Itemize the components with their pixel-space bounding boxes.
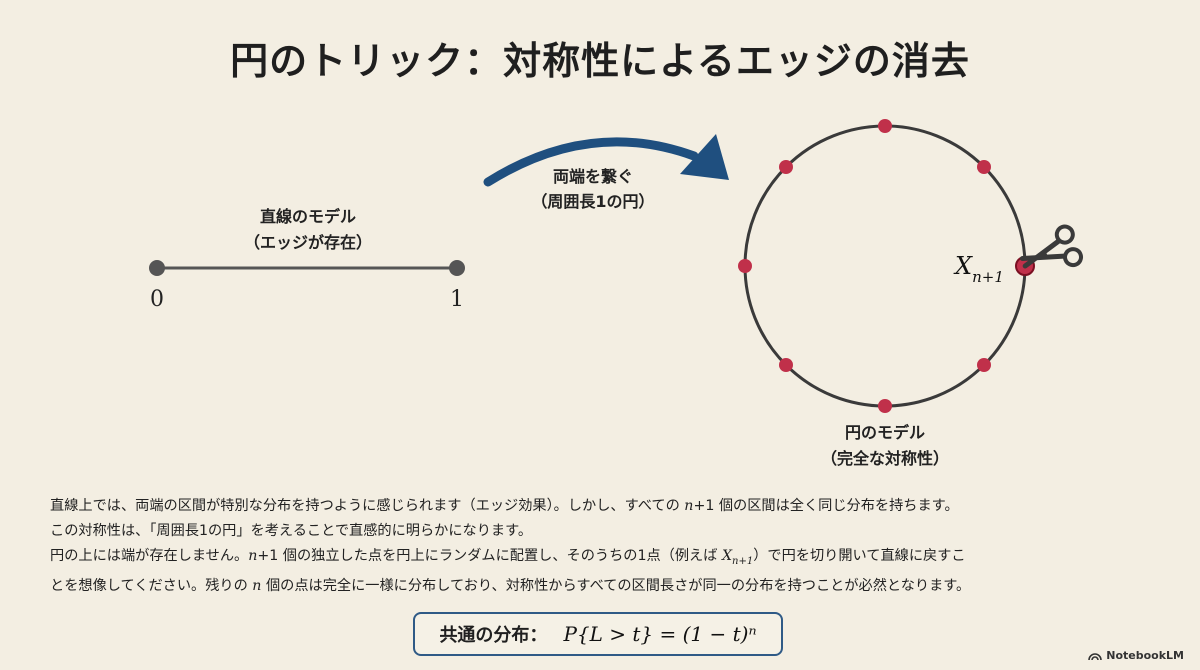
watermark-text: NotebookLM (1106, 649, 1184, 662)
connect-arrow-head (680, 134, 729, 180)
segment-left-label: 0 (150, 287, 164, 312)
circle-point (878, 399, 892, 413)
formula-label: 共通の分布： (439, 625, 548, 646)
segment-right-endpoint (449, 260, 465, 276)
explanation-line-3: 円の上には端が存在しません。n+1 個の独立した点を円上にランダムに配置し、その… (50, 548, 966, 567)
circle-point (977, 358, 991, 372)
circle-point (977, 160, 991, 174)
explanation-line-4: とを想像してください。残りの n 個の点は完全に一様に分布しており、対称性からす… (50, 577, 971, 594)
watermark: NotebookLM (1088, 649, 1184, 662)
explanation-line-2: この対称性は、「周囲長1の円」を考えることで直感的に明らかになります。 (50, 523, 533, 539)
explanation-line-1: 直線上では、両端の区間が特別な分布を持つように感じられます（エッジ効果）。しかし… (50, 498, 959, 514)
circle-trick-diagram: 直線のモデル （エッジが存在） 0 1 両端を繋ぐ （周囲長1の円） Xn+1 … (149, 119, 1084, 468)
circle-point (779, 160, 793, 174)
circle-model-label: 円のモデル (845, 423, 925, 442)
circle-points (738, 119, 1035, 413)
line-model-label: 直線のモデル (260, 207, 356, 226)
scissors-icon (1019, 224, 1084, 269)
circle-model-sublabel: （完全な対称性） (821, 449, 949, 468)
arrow-sublabel: （周囲長1の円） (531, 192, 654, 211)
cut-point-label: Xn+1 (953, 252, 1004, 286)
segment-left-endpoint (149, 260, 165, 276)
circle-point (738, 259, 752, 273)
formula-box: 共通の分布： P{L > t} = (1 − t)ⁿ (413, 612, 783, 656)
notebooklm-logo-icon (1088, 652, 1103, 660)
formula-expression: P{L > t} = (1 − t)ⁿ (563, 622, 757, 646)
connect-arrow-shaft (483, 137, 699, 187)
circle-point (878, 119, 892, 133)
line-model-sublabel: （エッジが存在） (244, 233, 372, 252)
circle-point (779, 358, 793, 372)
segment-right-label: 1 (450, 287, 464, 312)
arrow-label: 両端を繋ぐ (553, 167, 633, 186)
page-title: 円のトリック：対称性によるエッジの消去 (230, 39, 970, 83)
explanation-text: 直線上では、両端の区間が特別な分布を持つように感じられます（エッジ効果）。しかし… (50, 494, 1170, 599)
